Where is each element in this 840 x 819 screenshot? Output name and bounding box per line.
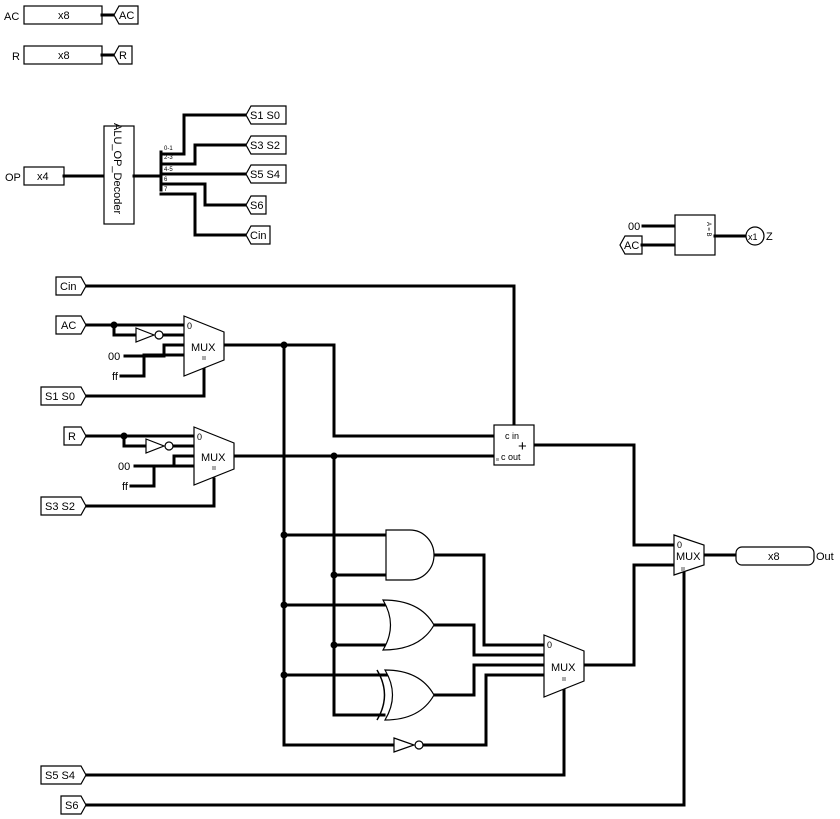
tunnel-out-s5s4[interactable]: S5 S4: [245, 164, 287, 184]
and-gate[interactable]: [385, 529, 435, 581]
tunnel-in-r[interactable]: R: [63, 426, 87, 446]
dec-wire-s6: [159, 182, 248, 207]
tunnel-out-s3s2[interactable]: S3 S2: [245, 135, 287, 155]
tunnel-in-s1s0-label: S1 S0: [45, 391, 75, 403]
ac-tunnel-top-label: AC: [119, 10, 134, 22]
not-gate-a[interactable]: [393, 737, 424, 753]
tunnel-in-r-label: R: [68, 431, 76, 443]
wire-mux4-to-mux3: [582, 563, 676, 667]
mux1-zero-label: 0: [187, 321, 192, 331]
wire-cin-to-adder: [84, 284, 516, 427]
wire-s3s2-to-mux2: [84, 477, 216, 508]
tunnel-in-s6[interactable]: S6: [60, 795, 87, 815]
not-gate-ac[interactable]: [135, 327, 164, 343]
tunnel-out-s6-label: S6: [250, 200, 263, 212]
dec-wire-cin: [159, 192, 248, 237]
tunnel-in-ac-label: AC: [61, 320, 76, 332]
mux4-label: MUX: [551, 662, 576, 674]
adder[interactable]: c in c out +: [493, 424, 535, 466]
wire-junctions: [110, 321, 338, 679]
mux-logic-select[interactable]: 0 MUX: [543, 634, 585, 698]
wire-ff-mux2: [129, 464, 196, 488]
adder-cin-label: c in: [505, 431, 519, 441]
adder-cout-label: c out: [501, 452, 521, 462]
output-width: x8: [768, 551, 780, 563]
r-pin-width: x8: [58, 50, 70, 62]
mux-output-select[interactable]: 0 MUX: [673, 534, 705, 576]
wire-not-to-mux4: [422, 673, 546, 747]
not-gate-r[interactable]: [145, 438, 174, 454]
mux2-zero-label: 0: [197, 432, 202, 442]
decoder-name: ALU_OP_Decoder: [111, 123, 123, 214]
mux-r-select[interactable]: 0 MUX: [193, 426, 235, 486]
ac-tunnel-top[interactable]: [113, 5, 139, 25]
or-gate[interactable]: [381, 599, 435, 651]
zero-const-00: 00: [628, 221, 640, 233]
alu-op-decoder-block[interactable]: [103, 125, 135, 225]
mux-ac-select[interactable]: 0 MUX: [183, 315, 225, 377]
split-label-2: 4-5: [164, 167, 173, 173]
split-label-3: 6: [164, 177, 168, 183]
tunnel-in-cin-label: Cin: [60, 281, 77, 293]
tunnel-out-s1s0[interactable]: S1 S0: [245, 105, 287, 125]
xor-gate[interactable]: [376, 669, 435, 721]
r-pin-label: R: [12, 51, 20, 63]
tunnel-out-s3s2-label: S3 S2: [250, 140, 280, 152]
wire-s6-to-mux3: [84, 570, 686, 807]
zero-ac-tunnel-label: AC: [624, 240, 639, 252]
adder-plus-label: +: [518, 438, 527, 455]
mux4-zero-label: 0: [547, 640, 552, 650]
dec-wire-s1s0: [159, 113, 248, 156]
mux3-label: MUX: [676, 551, 701, 563]
output-pin[interactable]: [735, 546, 815, 566]
tunnel-in-ac[interactable]: AC: [55, 315, 87, 335]
tunnel-in-s5s4[interactable]: S5 S4: [40, 765, 87, 785]
tunnel-in-s5s4-label: S5 S4: [45, 770, 75, 782]
ac-pin-width: x8: [58, 10, 70, 22]
wire-or-to-mux4: [432, 623, 546, 657]
zero-comparator[interactable]: [674, 214, 716, 256]
wire-bus-a-vertical: [282, 343, 396, 747]
wire-s5s4-to-mux4: [84, 679, 566, 777]
tunnel-in-s3s2-label: S3 S2: [45, 501, 75, 513]
tunnel-out-cin-label: Cin: [250, 230, 267, 242]
zero-output-pin[interactable]: [745, 226, 765, 246]
op-pin-label: OP: [5, 172, 21, 184]
zero-out-label: Z: [766, 231, 773, 243]
wire-and-to-mux4: [432, 553, 546, 647]
ac-pin-label: AC: [4, 11, 19, 23]
wire-xor-to-mux4: [432, 663, 546, 697]
mux1-label: MUX: [191, 342, 216, 354]
tunnel-in-s3s2[interactable]: S3 S2: [40, 496, 87, 516]
dec-wire-s3s2: [159, 143, 248, 166]
wire-bus-a-to-adder: [222, 343, 496, 438]
const-00-b: 00: [118, 461, 130, 473]
tunnel-out-s1s0-label: S1 S0: [250, 110, 280, 122]
r-tunnel-top[interactable]: [113, 45, 133, 65]
tunnel-in-s1s0[interactable]: S1 S0: [40, 386, 87, 406]
wire-ff-mux1: [119, 353, 186, 378]
mux3-zero-label: 0: [677, 540, 682, 550]
mux2-label: MUX: [201, 452, 226, 464]
zero-out-width: x1: [748, 232, 758, 242]
op-pin-width: x4: [37, 171, 49, 183]
split-label-4: 7: [164, 187, 168, 193]
tunnel-out-cin[interactable]: Cin: [245, 225, 271, 245]
wire-s1s0-to-mux1: [84, 366, 206, 398]
tunnel-out-s5s4-label: S5 S4: [250, 169, 280, 181]
zero-cmp-label: A = B: [705, 222, 711, 237]
tunnel-out-s6[interactable]: S6: [245, 195, 267, 215]
r-tunnel-top-label: R: [119, 50, 127, 62]
wire-adder-to-mux3: [532, 443, 676, 547]
wire-bus-b-vertical: [332, 454, 386, 717]
const-ff-b: ff: [122, 481, 129, 493]
tunnel-in-s6-label: S6: [65, 800, 78, 812]
const-ff-a: ff: [112, 371, 119, 383]
split-label-1: 2-3: [164, 155, 173, 161]
output-label: Out: [816, 551, 834, 563]
const-00-a: 00: [108, 351, 120, 363]
split-label-0: 0-1: [164, 146, 173, 152]
tunnel-in-cin[interactable]: Cin: [55, 276, 87, 296]
